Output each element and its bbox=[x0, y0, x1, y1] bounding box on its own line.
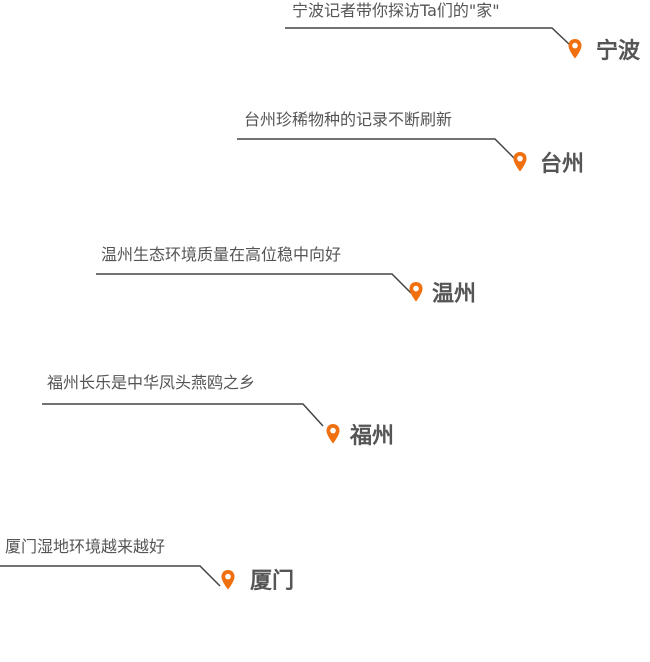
city-label-link[interactable]: 温州 bbox=[432, 282, 477, 307]
map-pin-icon bbox=[326, 424, 340, 444]
story-headline-link[interactable]: 宁波记者带你探访Ta们的"家" bbox=[292, 1, 500, 20]
city-label-link[interactable]: 福州 bbox=[350, 424, 395, 449]
map-pin-icon bbox=[409, 282, 423, 302]
story-headline-link[interactable]: 台州珍稀物种的记录不断刷新 bbox=[244, 110, 453, 129]
city-label-link[interactable]: 台州 bbox=[540, 152, 585, 177]
map-pin-icon bbox=[568, 39, 582, 59]
map-pin-icon bbox=[221, 570, 235, 590]
city-label-link[interactable]: 厦门 bbox=[250, 569, 295, 594]
story-headline-link[interactable]: 厦门湿地环境越来越好 bbox=[5, 537, 166, 556]
map-pin-icon bbox=[513, 152, 527, 172]
city-label-link[interactable]: 宁波 bbox=[596, 39, 641, 64]
story-headline-link[interactable]: 福州长乐是中华凤头燕鸥之乡 bbox=[47, 373, 256, 392]
story-headline-link[interactable]: 温州生态环境质量在高位稳中向好 bbox=[101, 245, 342, 264]
